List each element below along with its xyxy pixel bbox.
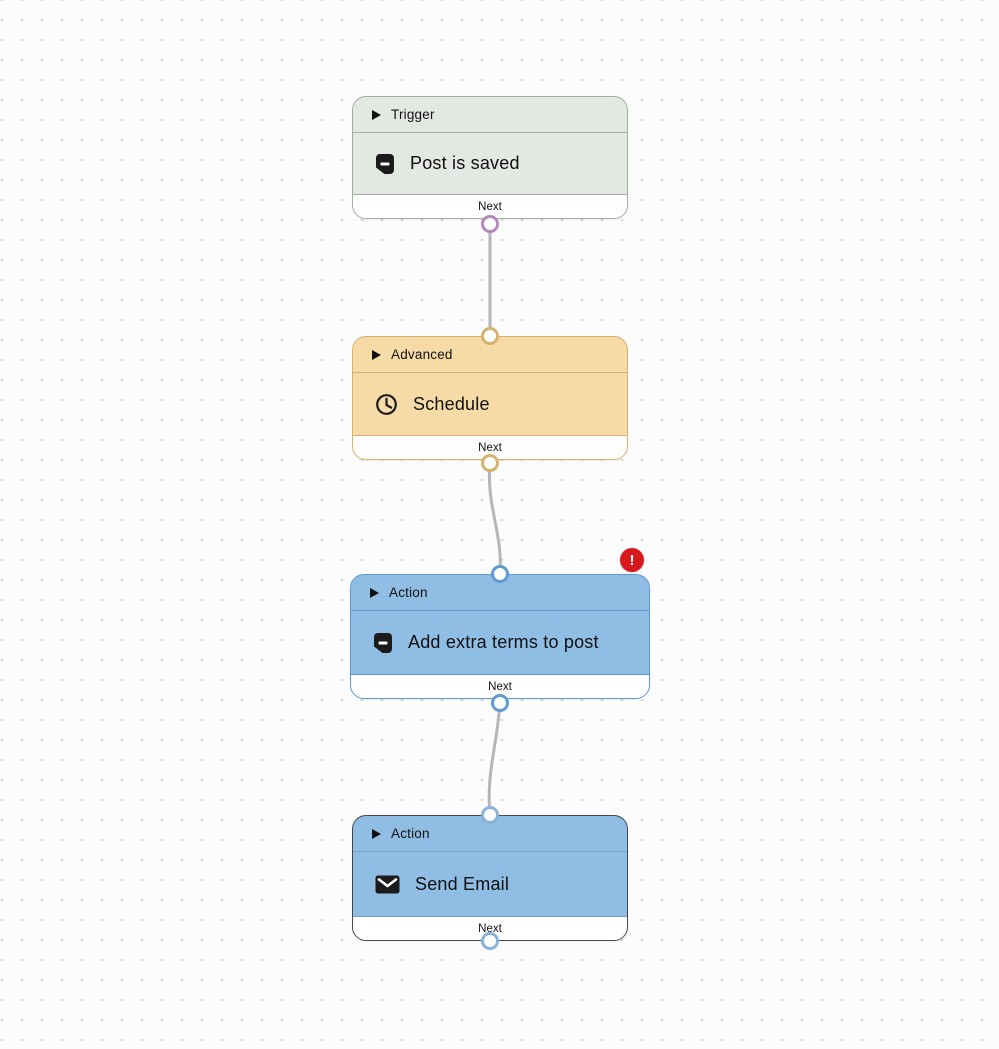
node-trigger[interactable]: Trigger Post is saved Next [352, 96, 628, 219]
next-label: Next [478, 200, 502, 213]
port-action-add-terms-input[interactable] [491, 565, 509, 583]
node-body[interactable]: Post is saved [353, 133, 627, 194]
connector-action-to-email [487, 702, 502, 816]
node-advanced[interactable]: Advanced Schedule Next [352, 336, 628, 460]
node-footer: Next [353, 194, 627, 218]
node-title: Schedule [413, 393, 490, 414]
port-send-email-output[interactable] [481, 932, 499, 950]
port-schedule-output[interactable] [481, 454, 499, 472]
node-body[interactable]: Schedule [353, 373, 627, 435]
node-header[interactable]: Trigger [353, 97, 627, 133]
node-body[interactable]: Add extra terms to post [351, 611, 649, 674]
node-title: Post is saved [410, 153, 520, 173]
node-header[interactable]: Action [353, 816, 627, 852]
next-label: Next [478, 922, 502, 935]
node-body[interactable]: Send Email [353, 852, 627, 916]
node-action-add-terms[interactable]: Action Add extra terms to post Next [350, 574, 650, 699]
node-header[interactable]: Action [351, 575, 649, 611]
node-action-send-email[interactable]: Action Send Email Next [352, 815, 628, 941]
collapse-triangle-icon[interactable] [370, 587, 379, 598]
node-category-label: Advanced [391, 347, 453, 362]
collapse-triangle-icon[interactable] [372, 349, 381, 360]
next-label: Next [478, 441, 502, 454]
node-footer: Next [353, 435, 627, 459]
next-label: Next [488, 680, 512, 693]
node-category-label: Action [389, 585, 428, 600]
node-footer: Next [351, 674, 649, 698]
connector-schedule-to-action [487, 462, 502, 575]
node-category-label: Trigger [391, 107, 435, 122]
node-header[interactable]: Advanced [353, 337, 627, 373]
document-icon [375, 153, 395, 175]
port-action-add-terms-output[interactable] [491, 694, 509, 712]
node-title: Add extra terms to post [408, 632, 599, 652]
envelope-icon [375, 875, 400, 894]
error-badge[interactable]: ! [620, 548, 644, 572]
collapse-triangle-icon[interactable] [372, 109, 381, 120]
node-category-label: Action [391, 826, 430, 841]
node-footer: Next [353, 916, 627, 940]
port-send-email-input[interactable] [481, 806, 499, 824]
document-icon [373, 632, 393, 654]
clock-icon [375, 393, 398, 416]
port-trigger-output[interactable] [481, 215, 499, 233]
port-schedule-input[interactable] [481, 327, 499, 345]
collapse-triangle-icon[interactable] [372, 828, 381, 839]
node-title: Send Email [415, 873, 510, 894]
